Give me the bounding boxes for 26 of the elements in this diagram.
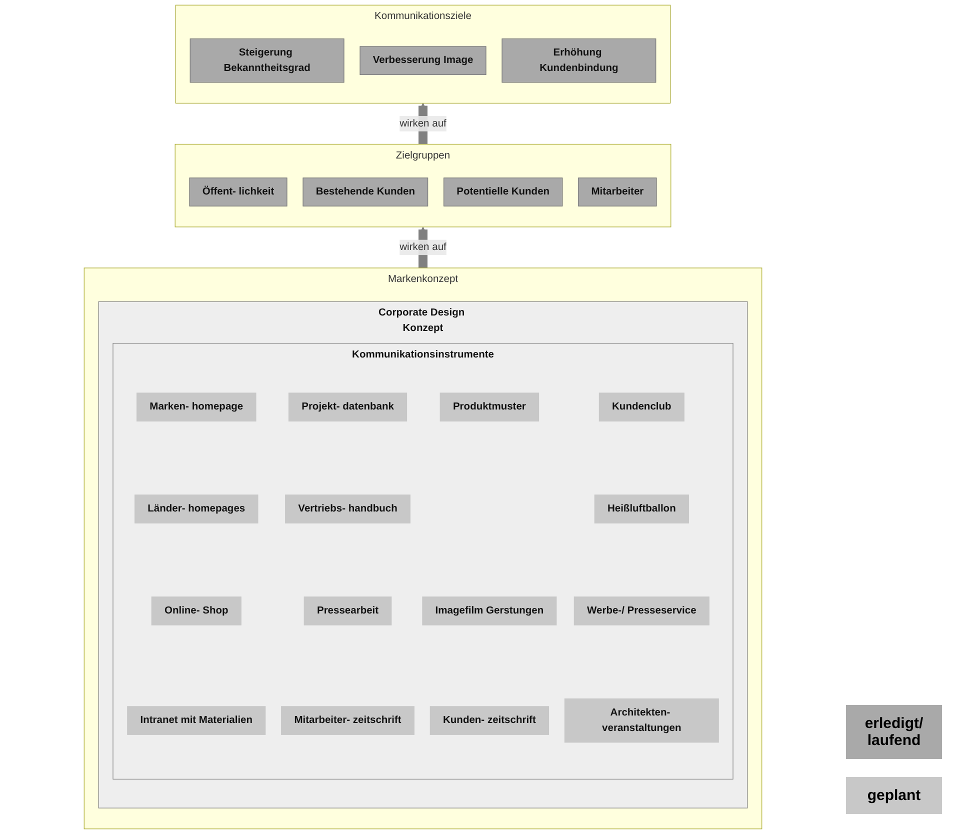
legend-swatch: erledigt/ laufend	[846, 705, 942, 759]
edge-label: wirken auf	[400, 118, 446, 129]
node-box: Kundenclub	[598, 392, 684, 422]
node-box: Produktmuster	[440, 392, 540, 422]
node-box: Länder- homepages	[134, 494, 258, 524]
node-box: Architekten- veranstaltungen	[564, 698, 719, 743]
node-box: Projekt- datenbank	[288, 392, 408, 422]
legend-swatch: geplant	[846, 777, 942, 814]
edge-label: wirken auf	[400, 242, 446, 253]
node-box: Bestehende Kunden	[302, 178, 428, 206]
node-box: Imagefilm Gerstungen	[422, 596, 557, 626]
node-box: Marken- homepage	[136, 392, 256, 422]
node-box: Online- Shop	[151, 596, 242, 626]
node-box: Vertriebs- handbuch	[285, 494, 410, 524]
node-box: Potentielle Kunden	[444, 178, 563, 206]
node-box: Kunden- zeitschrift	[430, 706, 550, 735]
node-box: Pressearbeit	[304, 596, 392, 626]
node-box: Mitarbeiter- zeitschrift	[281, 706, 414, 735]
node-box: Öffent- lichkeit	[189, 178, 288, 206]
node-box: Verbesserung Image	[360, 46, 486, 75]
node-box: Werbe-/ Presseservice	[574, 596, 710, 626]
node-box: Mitarbeiter	[578, 178, 657, 206]
node-box: Steigerung Bekanntheitsgrad	[190, 38, 344, 83]
node-box: Intranet mit Materialien	[127, 706, 266, 735]
node-box: Heißluftballon	[594, 494, 689, 524]
node-box: Erhöhung Kundenbindung	[502, 38, 656, 83]
